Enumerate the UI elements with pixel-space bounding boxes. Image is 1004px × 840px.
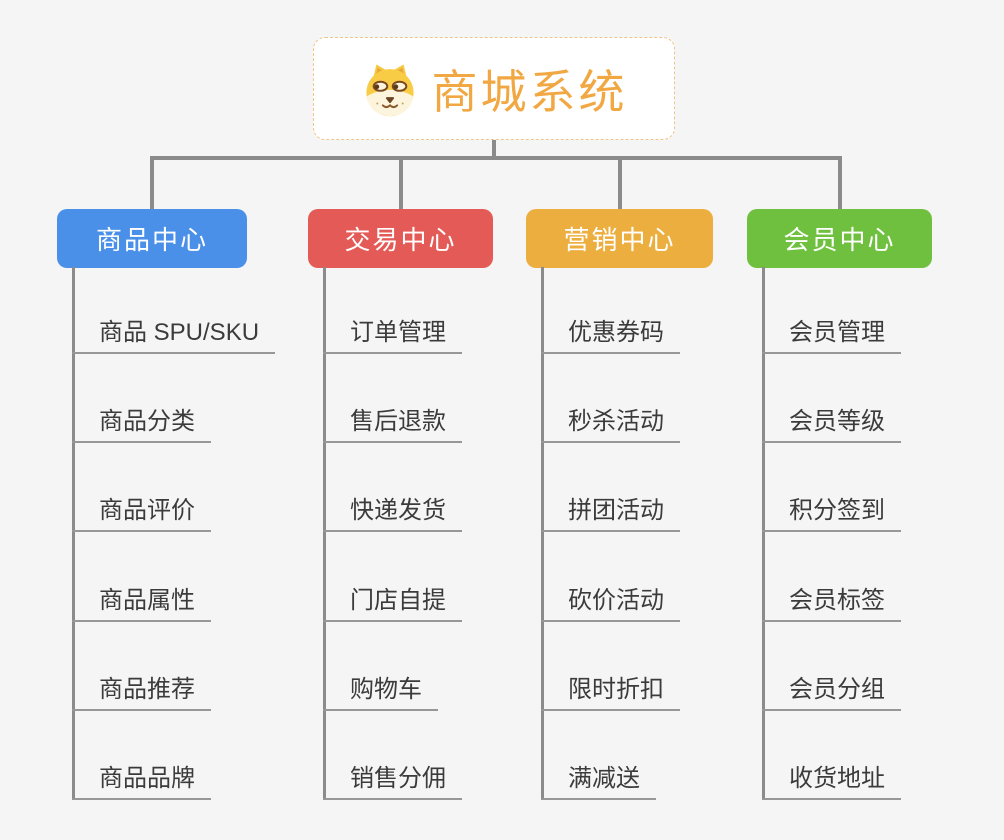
leaf-node[interactable]: 满减送 — [541, 764, 656, 800]
leaf-node[interactable]: 商品推荐 — [72, 675, 211, 711]
branch-rail-line — [150, 156, 840, 160]
leaf-node[interactable]: 积分签到 — [762, 496, 901, 532]
leaf-node[interactable]: 砍价活动 — [541, 586, 680, 622]
branch-trunk-line — [762, 267, 765, 800]
leaf-node[interactable]: 商品 SPU/SKU — [72, 318, 276, 354]
leaf-node[interactable]: 会员等级 — [762, 407, 901, 443]
branch-node[interactable]: 商品中心 — [57, 209, 247, 268]
branch-trunk-line — [72, 267, 75, 800]
leaf-node[interactable]: 优惠券码 — [541, 318, 680, 354]
branch-node[interactable]: 交易中心 — [308, 209, 493, 268]
leaf-node[interactable]: 售后退款 — [323, 407, 462, 443]
leaf-node[interactable]: 会员分组 — [762, 675, 901, 711]
branch-connector-stub — [150, 156, 154, 210]
leaf-node[interactable]: 商品评价 — [72, 496, 211, 532]
leaf-node[interactable]: 销售分佣 — [323, 764, 462, 800]
branch-node[interactable]: 会员中心 — [747, 209, 932, 268]
leaf-node[interactable]: 商品属性 — [72, 586, 211, 622]
leaf-node[interactable]: 商品分类 — [72, 407, 211, 443]
leaf-node[interactable]: 拼团活动 — [541, 496, 680, 532]
branch-connector-stub — [398, 156, 403, 210]
leaf-node[interactable]: 门店自提 — [323, 586, 462, 622]
leaf-node[interactable]: 订单管理 — [323, 318, 462, 354]
shiba-dog-icon — [361, 60, 419, 118]
leaf-node[interactable]: 限时折扣 — [541, 675, 680, 711]
branch-connector-stub — [617, 156, 622, 210]
root-connector-stub — [492, 140, 496, 158]
leaf-node[interactable]: 商品品牌 — [72, 764, 211, 800]
leaf-node[interactable]: 快递发货 — [323, 496, 462, 532]
branch-node[interactable]: 营销中心 — [526, 209, 713, 268]
branch-trunk-line — [541, 267, 544, 800]
root-node-mall-system[interactable]: 商城系统 — [313, 37, 675, 140]
leaf-node[interactable]: 购物车 — [323, 675, 438, 711]
leaf-node[interactable]: 收货地址 — [762, 764, 901, 800]
root-title: 商城系统 — [431, 65, 628, 118]
leaf-node[interactable]: 会员管理 — [762, 318, 901, 354]
branch-trunk-line — [323, 267, 326, 800]
branch-connector-stub — [837, 156, 842, 210]
leaf-node[interactable]: 秒杀活动 — [541, 407, 680, 443]
leaf-node[interactable]: 会员标签 — [762, 586, 901, 622]
